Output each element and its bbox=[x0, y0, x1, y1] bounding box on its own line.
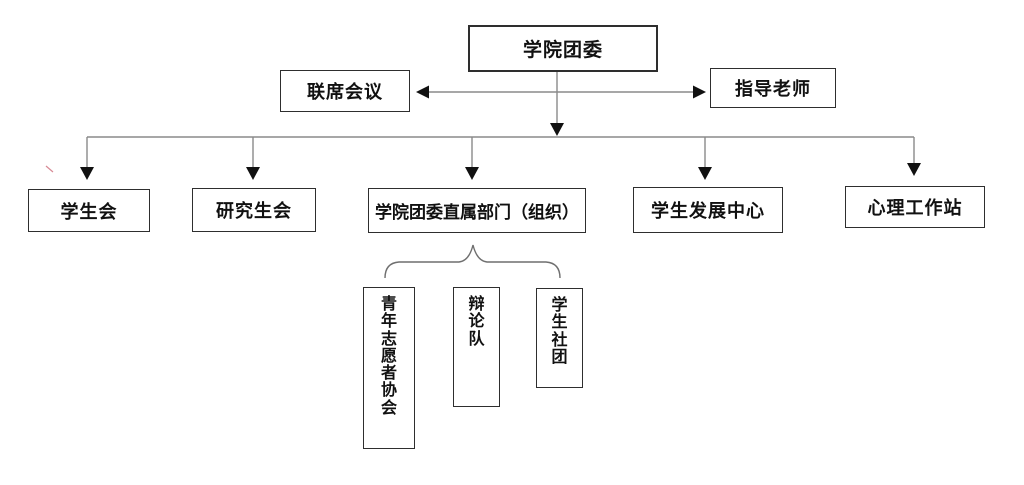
arrowhead-down-student-union bbox=[80, 167, 94, 180]
node-student-clubs: 学生社团 bbox=[536, 288, 583, 388]
vertical-label: 青年志愿者协会 bbox=[380, 296, 397, 417]
node-student-development-center: 学生发展中心 bbox=[633, 187, 783, 233]
node-debate-team: 辩论队 bbox=[453, 287, 500, 407]
arrowhead-down-direct-departments bbox=[465, 167, 479, 180]
arrowhead-right-advisors bbox=[693, 85, 706, 99]
node-graduate-union: 研究生会 bbox=[192, 188, 316, 232]
node-direct-departments: 学院团委直属部门（组织） bbox=[368, 188, 586, 233]
node-joint-meeting: 联席会议 bbox=[280, 70, 410, 112]
arrowhead-left-joint-meeting bbox=[416, 85, 429, 99]
arrowhead-down-root bbox=[550, 123, 564, 136]
vertical-label: 辩论队 bbox=[468, 296, 485, 348]
brace-connector bbox=[384, 244, 561, 279]
node-college-league-committee: 学院团委 bbox=[468, 25, 658, 72]
arrowhead-down-psychological-workstation bbox=[907, 163, 921, 176]
vertical-label: 学生社团 bbox=[551, 297, 568, 366]
arrowhead-down-student-development-center bbox=[698, 167, 712, 180]
node-psychological-workstation: 心理工作站 bbox=[845, 186, 985, 228]
node-advisors: 指导老师 bbox=[710, 68, 836, 108]
node-youth-volunteers-association: 青年志愿者协会 bbox=[363, 287, 415, 449]
node-student-union: 学生会 bbox=[28, 189, 150, 232]
stray-red-mark bbox=[45, 165, 54, 173]
arrowhead-down-graduate-union bbox=[246, 167, 260, 180]
